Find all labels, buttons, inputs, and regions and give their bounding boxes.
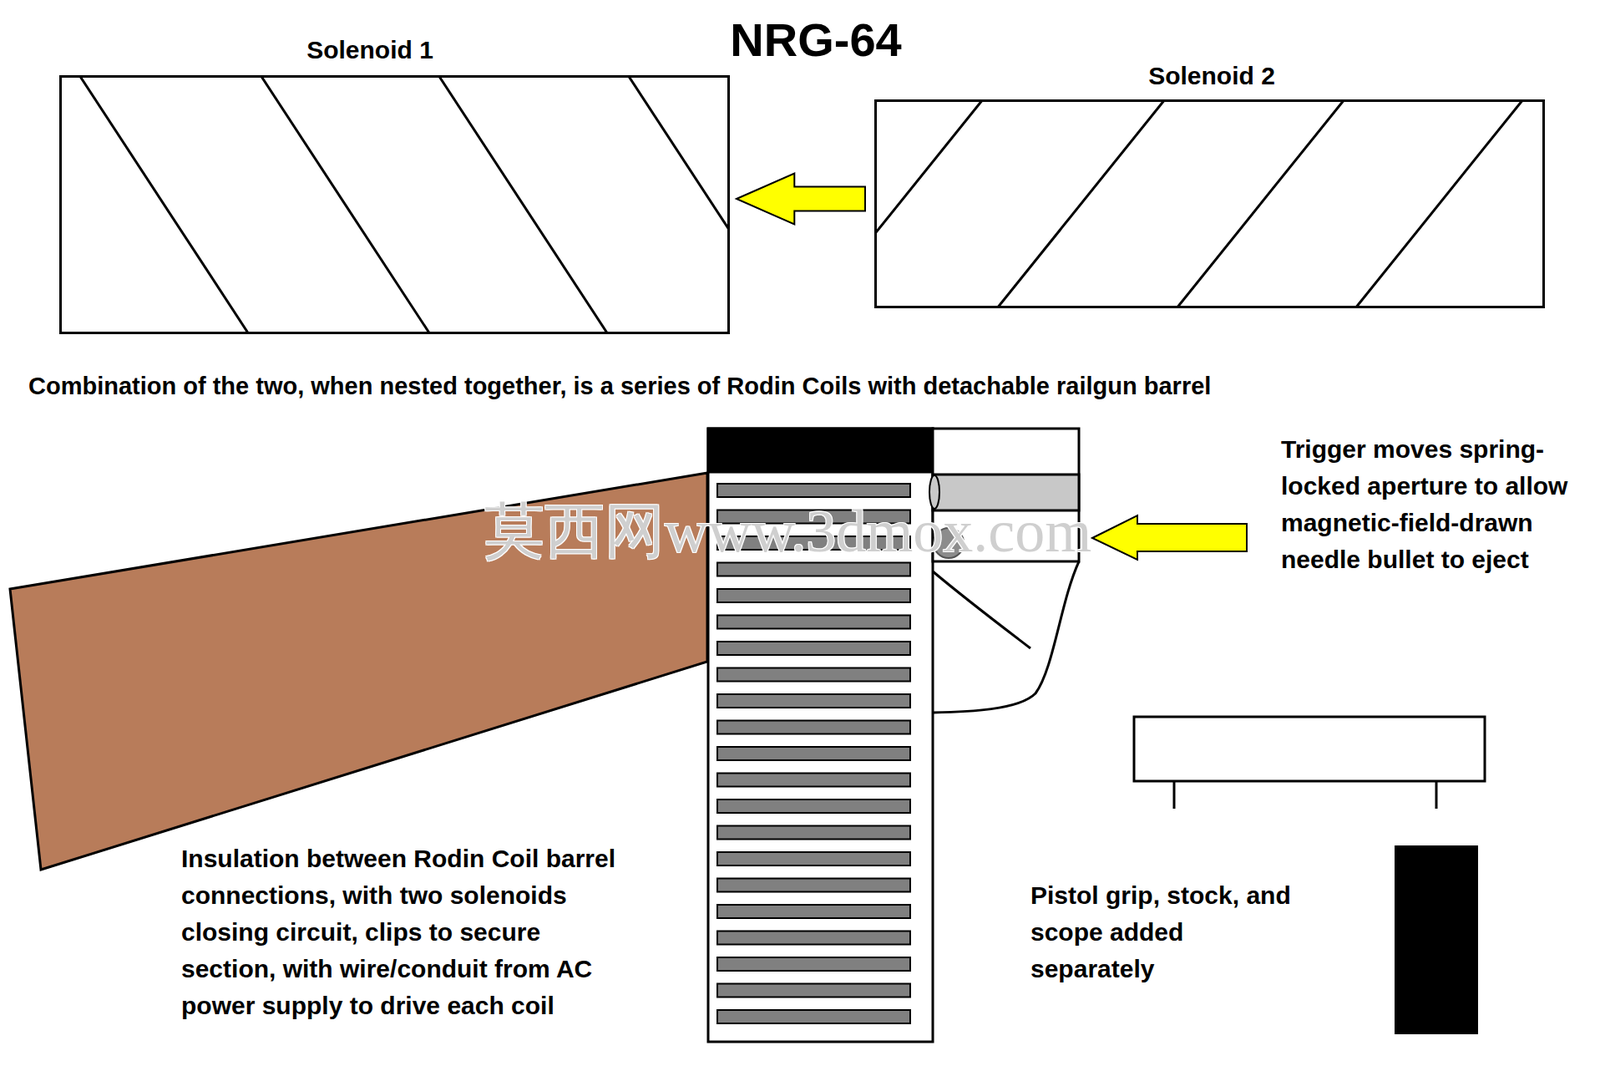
coil-bar [717,904,911,918]
hatch-line [627,75,730,335]
coil-bar [717,588,911,603]
scope-mount [1435,780,1438,809]
trigger-callout-arrow [1092,515,1247,560]
coil-bar [717,483,911,497]
coil-winding-hatch [79,75,730,335]
coil-bar [717,615,911,629]
coil-bar [717,878,911,892]
block-arrow [736,173,866,225]
solenoid-box: Solenoid 2 [874,99,1545,309]
coil-bar [717,799,911,813]
coil-bar [717,668,911,682]
coil-bar [717,851,911,866]
insulation-note: Insulation between Rodin Coil barrel con… [181,840,639,1024]
scope [1134,716,1485,781]
coil-bar [717,956,911,971]
watermark: 莫西网www.3dmox.com [484,496,1092,567]
trigger-curve [932,571,1031,649]
title: NRG-64 [729,12,902,68]
trigger-note: Trigger moves spring-locked aperture to … [1281,430,1570,578]
hatch-line [79,75,249,335]
hatch-line [1176,99,1345,309]
pistol-grip [1394,845,1479,1034]
solenoid-box: Solenoid 1 [59,75,730,335]
coil-bar [717,720,911,735]
coil-winding-hatch [874,99,1524,309]
hatch-line [260,75,431,335]
trigger-guard [932,561,1079,713]
hatch-line [874,99,983,309]
hatch-line [1355,99,1524,309]
hatch-line [997,99,1165,309]
coil-bar [717,983,911,998]
scope-mount [1173,780,1176,809]
solenoid-label: Solenoid 1 [306,35,434,66]
caption: Combination of the two, when nested toge… [28,370,1211,401]
barrel-cap [708,428,933,472]
hatch-line [438,75,608,335]
coil-bar [717,931,911,945]
coil-bar [717,825,911,840]
coil-bar [717,1009,911,1023]
coil-bar [717,641,911,655]
coil-bar [717,773,911,787]
coil-bar [717,693,911,708]
solenoid-label: Solenoid 2 [1148,60,1276,92]
accessories-note: Pistol grip, stock, and scope added sepa… [1030,876,1300,988]
coil-bar [717,746,911,760]
